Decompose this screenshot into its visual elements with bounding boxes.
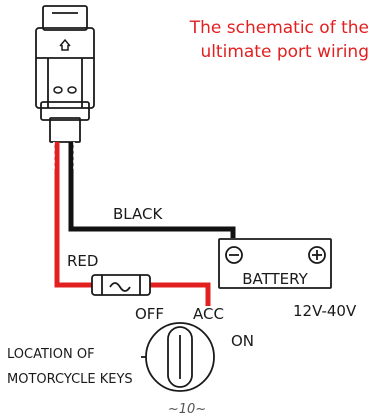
red-wire-label: RED: [67, 252, 98, 270]
battery-label: BATTERY: [242, 270, 308, 288]
lock-tab-icon: [59, 38, 71, 51]
black-wire-label: BLACK: [113, 205, 163, 223]
location-line-2: MOTORCYCLE KEYS: [7, 372, 133, 387]
title-line-2: ultimate port wiring: [200, 42, 369, 62]
battery-icon: [218, 238, 332, 289]
switch-off-label: OFF: [135, 305, 164, 323]
pin-holes: [53, 86, 77, 94]
black-wire: [68, 142, 236, 238]
key-switch-icon: [141, 322, 215, 392]
red-wire: [54, 142, 211, 306]
switch-acc-label: ACC: [193, 305, 224, 323]
location-line-1: LOCATION OF: [7, 347, 95, 362]
page-number: ~10~: [168, 402, 206, 417]
fuse-icon: [91, 274, 151, 296]
title-line-1: The schematic of the: [189, 18, 369, 38]
port-connector: [35, 5, 95, 143]
voltage-label: 12V-40V: [293, 302, 357, 320]
switch-on-label: ON: [231, 332, 254, 350]
